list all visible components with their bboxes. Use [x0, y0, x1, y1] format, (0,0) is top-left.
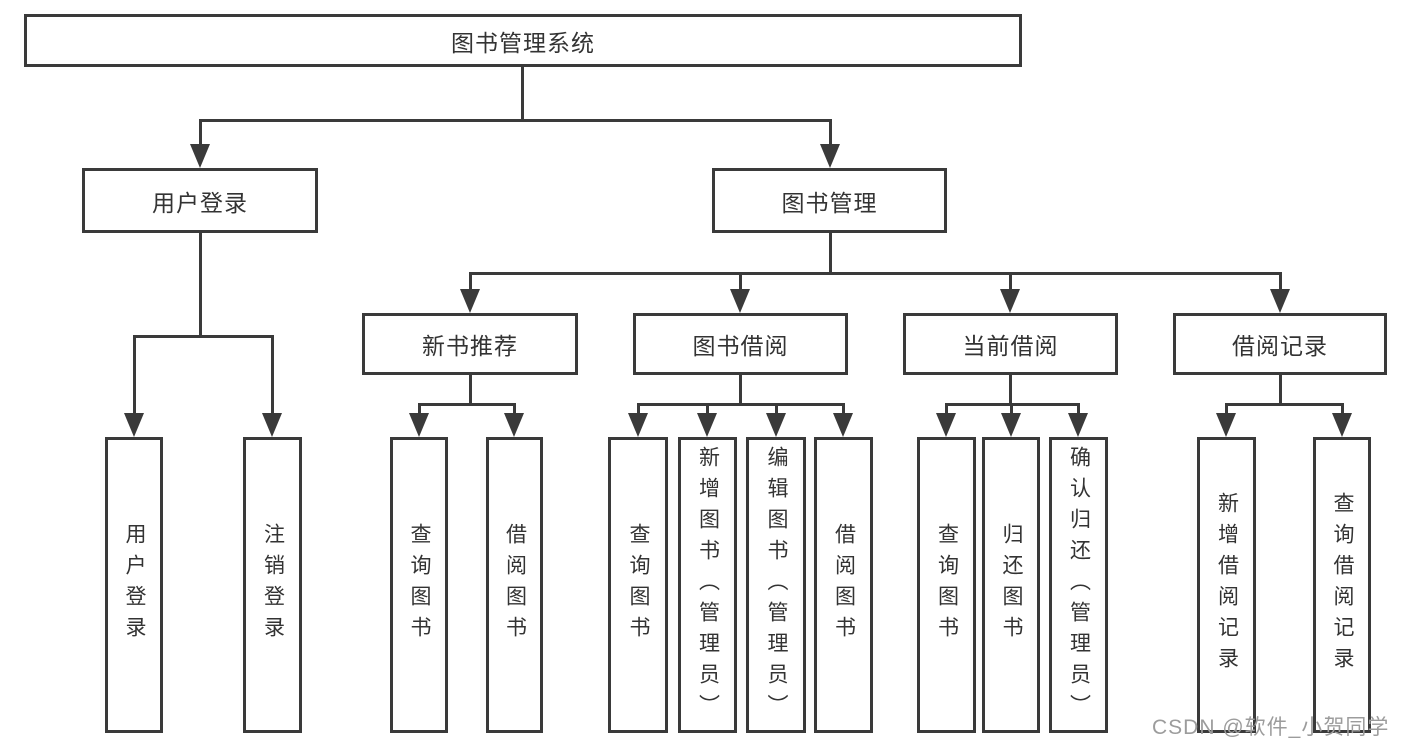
node-borrow-records: 借阅记录	[1173, 313, 1387, 375]
arrowhead-icon	[1216, 413, 1236, 437]
connector-stem	[271, 335, 274, 417]
arrowhead-icon	[262, 413, 282, 437]
connector-stem	[513, 403, 516, 419]
connector-stem	[775, 403, 778, 419]
arrowhead-icon	[936, 413, 956, 437]
arrowhead-icon	[1001, 413, 1021, 437]
connector-stem	[418, 403, 421, 419]
node-leaf-query-books: 查询图书	[917, 437, 976, 733]
connector-stem	[1009, 272, 1012, 294]
node-leaf-query-books: 查询图书	[608, 437, 668, 733]
arrowhead-icon	[1332, 413, 1352, 437]
node-leaf-borrow-books: 借阅图书	[486, 437, 543, 733]
connector-stem	[199, 233, 202, 338]
arrowhead-icon	[1000, 289, 1020, 313]
node-current-borrow: 当前借阅	[903, 313, 1118, 375]
leaf-label: 归还图书	[1000, 523, 1023, 647]
connector-stem	[706, 403, 709, 419]
node-leaf-logout: 注销登录	[243, 437, 302, 733]
node-leaf-user-login: 用户登录	[105, 437, 163, 733]
arrowhead-icon	[1068, 413, 1088, 437]
node-new-book-recommend: 新书推荐	[362, 313, 578, 375]
arrowhead-icon	[820, 144, 840, 168]
node-leaf-borrow-books: 借阅图书	[814, 437, 873, 733]
connector-stem	[469, 272, 472, 294]
node-leaf-edit-book-admin: 编辑图书（管理员）	[746, 437, 806, 733]
node-leaf-return-books: 归还图书	[982, 437, 1040, 733]
node-leaf-query-borrow-record: 查询借阅记录	[1313, 437, 1371, 733]
arrowhead-icon	[409, 413, 429, 437]
leaf-label: 注销登录	[261, 523, 285, 647]
connector-stem	[1010, 403, 1013, 419]
leaf-label: 新增图书（管理员）	[696, 445, 720, 725]
node-leaf-query-books: 查询图书	[390, 437, 448, 733]
node-book-management: 图书管理	[712, 168, 947, 233]
connector-stem	[1279, 375, 1282, 406]
arrowhead-icon	[460, 289, 480, 313]
connector-stem	[469, 375, 472, 406]
node-leaf-add-borrow-record: 新增借阅记录	[1197, 437, 1256, 733]
connector-stem	[1225, 403, 1228, 419]
leaf-label: 查询借阅记录	[1331, 492, 1354, 678]
node-leaf-confirm-return-admin: 确认归还（管理员）	[1049, 437, 1108, 733]
connector-stem	[1279, 272, 1282, 294]
leaf-label: 用户登录	[123, 523, 146, 647]
arrowhead-icon	[504, 413, 524, 437]
connector-stem	[945, 403, 948, 419]
connector-stem	[829, 119, 832, 149]
leaf-label: 借阅图书	[503, 523, 527, 647]
connector-stem	[1009, 375, 1012, 406]
connector-stem	[739, 375, 742, 406]
connector-root-trunk	[521, 67, 524, 121]
connector-rail	[418, 403, 516, 406]
connector-stem	[739, 272, 742, 294]
arrowhead-icon	[190, 144, 210, 168]
connector-stem	[637, 403, 640, 419]
connector-user-login-rail	[133, 335, 274, 338]
node-user-login: 用户登录	[82, 168, 318, 233]
connector-level2-rail	[199, 119, 832, 122]
node-root: 图书管理系统	[24, 14, 1022, 67]
leaf-label: 借阅图书	[832, 523, 856, 647]
connector-level3-rail	[469, 272, 1282, 275]
leaf-label: 确认归还（管理员）	[1067, 445, 1091, 725]
connector-stem	[842, 403, 845, 419]
connector-rail	[1225, 403, 1344, 406]
arrowhead-icon	[766, 413, 786, 437]
node-book-borrow: 图书借阅	[633, 313, 848, 375]
leaf-label: 编辑图书（管理员）	[765, 445, 788, 725]
connector-stem	[829, 233, 832, 275]
connector-stem	[1077, 403, 1080, 419]
arrowhead-icon	[628, 413, 648, 437]
leaf-label: 查询图书	[627, 523, 650, 647]
leaf-label: 新增借阅记录	[1215, 492, 1239, 678]
connector-stem	[133, 335, 136, 417]
arrowhead-icon	[1270, 289, 1290, 313]
arrowhead-icon	[833, 413, 853, 437]
arrowhead-icon	[697, 413, 717, 437]
connector-rail	[637, 403, 845, 406]
arrowhead-icon	[730, 289, 750, 313]
arrowhead-icon	[124, 413, 144, 437]
watermark: CSDN @软件_小贺同学	[1152, 716, 1390, 739]
leaf-label: 查询图书	[408, 523, 431, 647]
connector-stem	[1341, 403, 1344, 419]
leaf-label: 查询图书	[935, 523, 959, 647]
node-leaf-add-book-admin: 新增图书（管理员）	[678, 437, 737, 733]
connector-stem	[199, 119, 202, 149]
